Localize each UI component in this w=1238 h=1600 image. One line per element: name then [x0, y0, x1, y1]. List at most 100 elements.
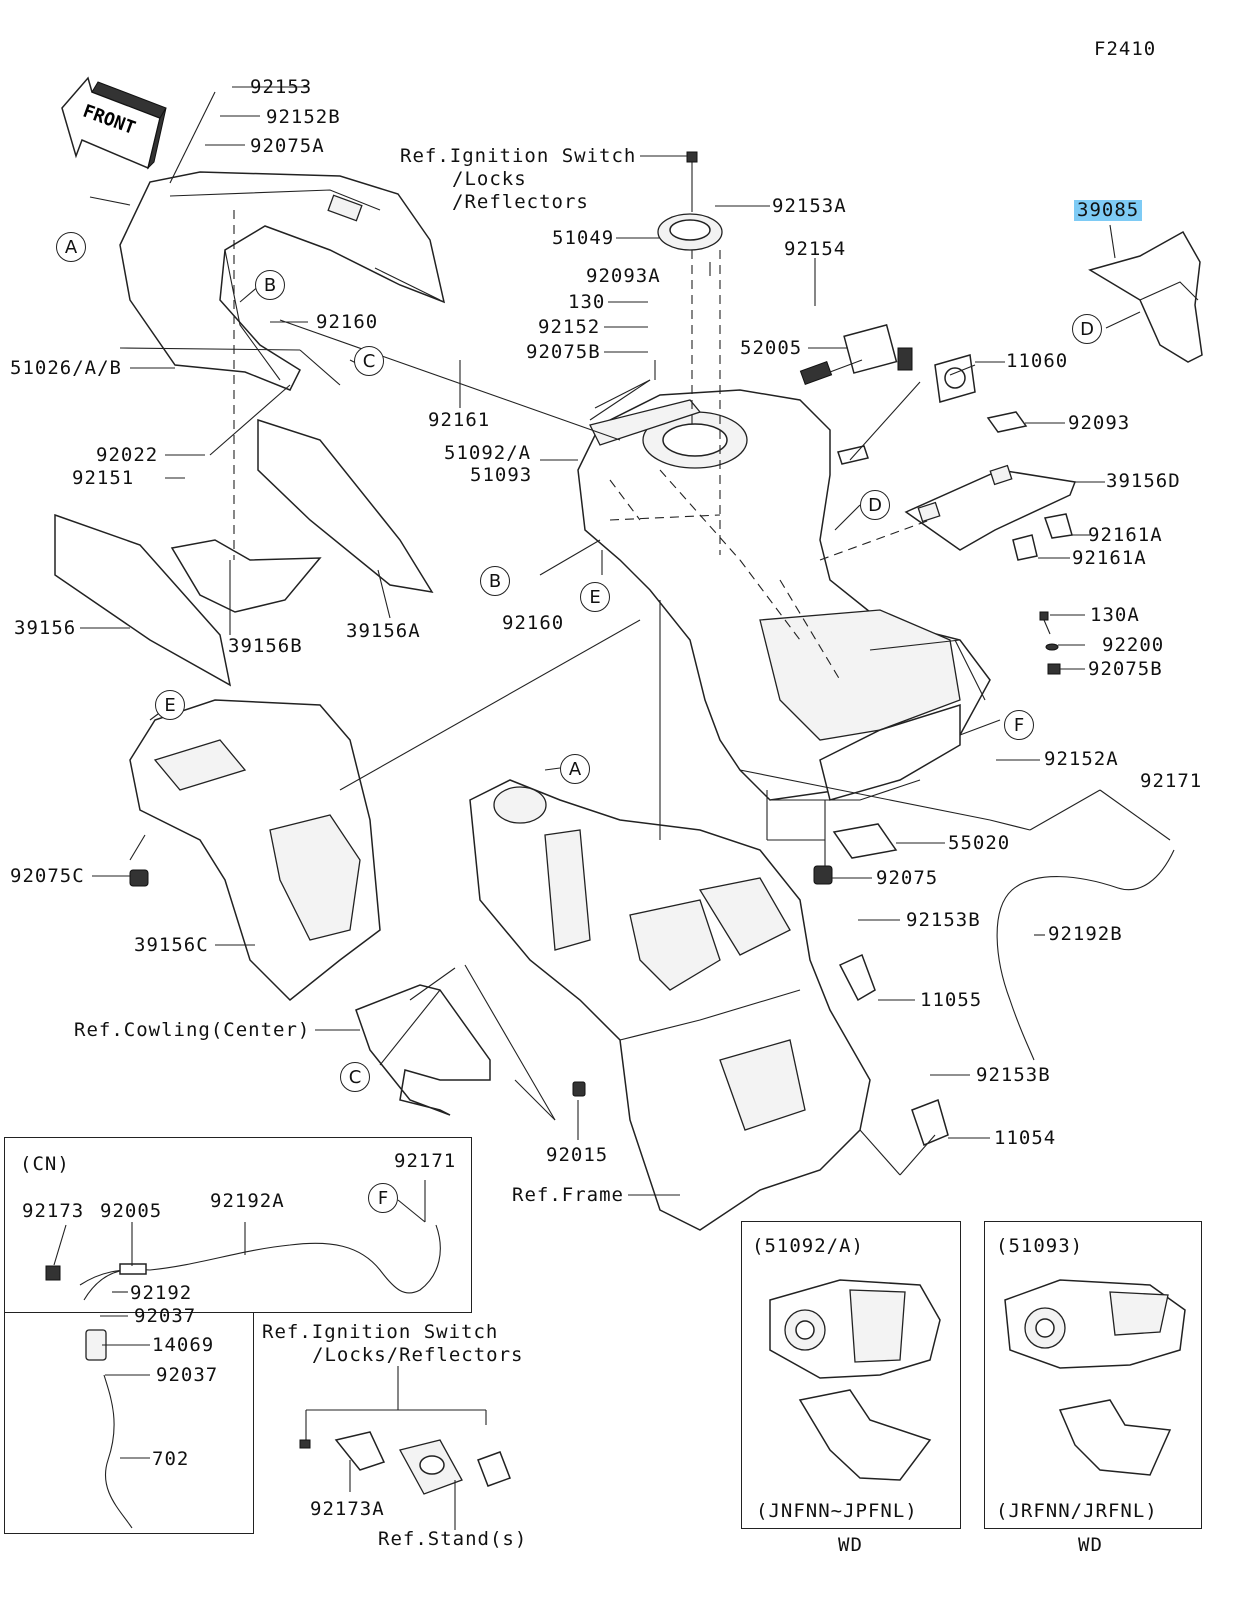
part-label: 92173: [22, 1200, 85, 1222]
part-label: 92152A: [1044, 748, 1119, 770]
plate-92093: [986, 411, 1028, 433]
part-label: 92192: [130, 1282, 193, 1304]
inset-ignition-line2: /Locks/Reflectors: [312, 1344, 524, 1366]
callout-c: C: [354, 346, 384, 376]
part-label: 92093: [1068, 412, 1131, 434]
hardware-130A: [1039, 611, 1061, 675]
inset-51092-market: WD: [838, 1534, 863, 1556]
callout-e: E: [580, 582, 610, 612]
part-label: 92153: [250, 76, 313, 98]
part-label: 55020: [948, 832, 1011, 854]
gasket-11060: [934, 354, 976, 403]
part-label: 39156: [14, 617, 77, 639]
callout-f: F: [368, 1183, 398, 1213]
front-arrow-icon: FRONT: [61, 76, 167, 170]
part-label: 92075: [876, 867, 939, 889]
part-label: 92005: [100, 1200, 163, 1222]
part-label: 92160: [502, 612, 565, 634]
part-label: 92161: [428, 409, 491, 431]
part-label: 702: [152, 1448, 190, 1470]
callout-b: B: [255, 270, 285, 300]
part-label: 92173A: [310, 1498, 385, 1520]
part-label: 92171: [394, 1150, 457, 1172]
part-label: 92152B: [266, 106, 341, 128]
part-label: 92153A: [772, 195, 847, 217]
leader-lines: [80, 86, 1171, 1196]
part-label: 39156A: [346, 620, 421, 642]
panel-39156B: [170, 539, 322, 613]
part-label: 92075B: [1088, 658, 1163, 680]
callout-a: A: [56, 232, 86, 262]
callout-f: F: [1004, 710, 1034, 740]
part-label: 92153B: [906, 909, 981, 931]
part-label: 11060: [1006, 350, 1069, 372]
part-label: 39156C: [134, 934, 209, 956]
callout-d: D: [860, 490, 890, 520]
part-label: 92154: [784, 238, 847, 260]
panel-39156A: [257, 418, 434, 594]
callout-d: D: [1072, 314, 1102, 344]
tank-variant-51092: [769, 1279, 941, 1481]
part-label: 11054: [994, 1127, 1057, 1149]
bracket-11055: [838, 953, 876, 1002]
ref-stand-label: Ref.Stand(s): [378, 1528, 528, 1550]
part-label: 51092/A: [444, 442, 532, 464]
part-label: 14069: [152, 1334, 215, 1356]
part-label: 130: [568, 291, 606, 313]
part-label: 92153B: [976, 1064, 1051, 1086]
part-label: 92171: [1140, 770, 1203, 792]
plate-55020: [832, 823, 898, 859]
inset-51093-range: (JRFNN/JRFNL): [996, 1500, 1158, 1522]
part-label: 92152: [538, 316, 601, 338]
tank-variant-51093: [1004, 1279, 1186, 1476]
callout-c: C: [340, 1062, 370, 1092]
part-label: 92200: [1102, 634, 1165, 656]
fuel-pump-52005: [799, 324, 913, 386]
ref-ignition-label: Ref.Ignition Switch: [400, 145, 637, 167]
fuel-cap-51049: [657, 151, 723, 251]
part-label-highlighted[interactable]: 39085: [1074, 200, 1143, 221]
heat-shield-39156C: [129, 699, 381, 1002]
callout-e: E: [155, 690, 185, 720]
ignition-inset-parts: [299, 1366, 511, 1530]
part-label: 92192B: [1048, 923, 1123, 945]
inset-cn-title: (CN): [20, 1153, 70, 1175]
part-label: 92093A: [586, 265, 661, 287]
cn-inset-parts: [45, 1180, 441, 1529]
fuel-tank: [577, 389, 991, 801]
bumper-92075C: [129, 869, 149, 887]
panel-39156: [54, 513, 232, 687]
inset-51092-box: [741, 1221, 961, 1529]
ref-reflectors-label: /Reflectors: [452, 191, 589, 213]
inset-51093-title: (51093): [996, 1235, 1084, 1257]
bumper-92075: [813, 865, 833, 885]
ref-locks-label: /Locks: [452, 168, 527, 190]
frame: [469, 779, 871, 1231]
part-label: 92022: [96, 444, 159, 466]
dashed-alignment-lines: [233, 210, 931, 681]
part-label: 130A: [1090, 604, 1140, 626]
ref-frame-label: Ref.Frame: [512, 1184, 624, 1206]
bracket-11054: [911, 1099, 949, 1146]
part-label: 51049: [552, 227, 615, 249]
part-label: 92160: [316, 311, 379, 333]
ring-part: [837, 445, 869, 465]
inset-51093-box: [984, 1221, 1202, 1529]
inset-cn-box: [4, 1137, 472, 1313]
inset-ignition-line1: Ref.Ignition Switch: [262, 1321, 499, 1343]
side-cover-51026: [119, 171, 446, 391]
part-label: 39156D: [1106, 470, 1181, 492]
clip-92161A-1: [1044, 513, 1073, 539]
inset-cn-lower-box: [4, 1312, 254, 1534]
diagram-id: F2410: [1094, 38, 1157, 60]
clip-92161A-2: [1012, 534, 1038, 561]
inset-51093-market: WD: [1078, 1534, 1103, 1556]
part-label: 51026/A/B: [10, 357, 122, 379]
part-label: 92037: [156, 1364, 219, 1386]
callout-b: B: [480, 566, 510, 596]
inset-51092-title: (51092/A): [752, 1235, 864, 1257]
part-label: 11055: [920, 989, 983, 1011]
hose-92192B: [996, 849, 1175, 1061]
part-label: 39156B: [228, 635, 303, 657]
